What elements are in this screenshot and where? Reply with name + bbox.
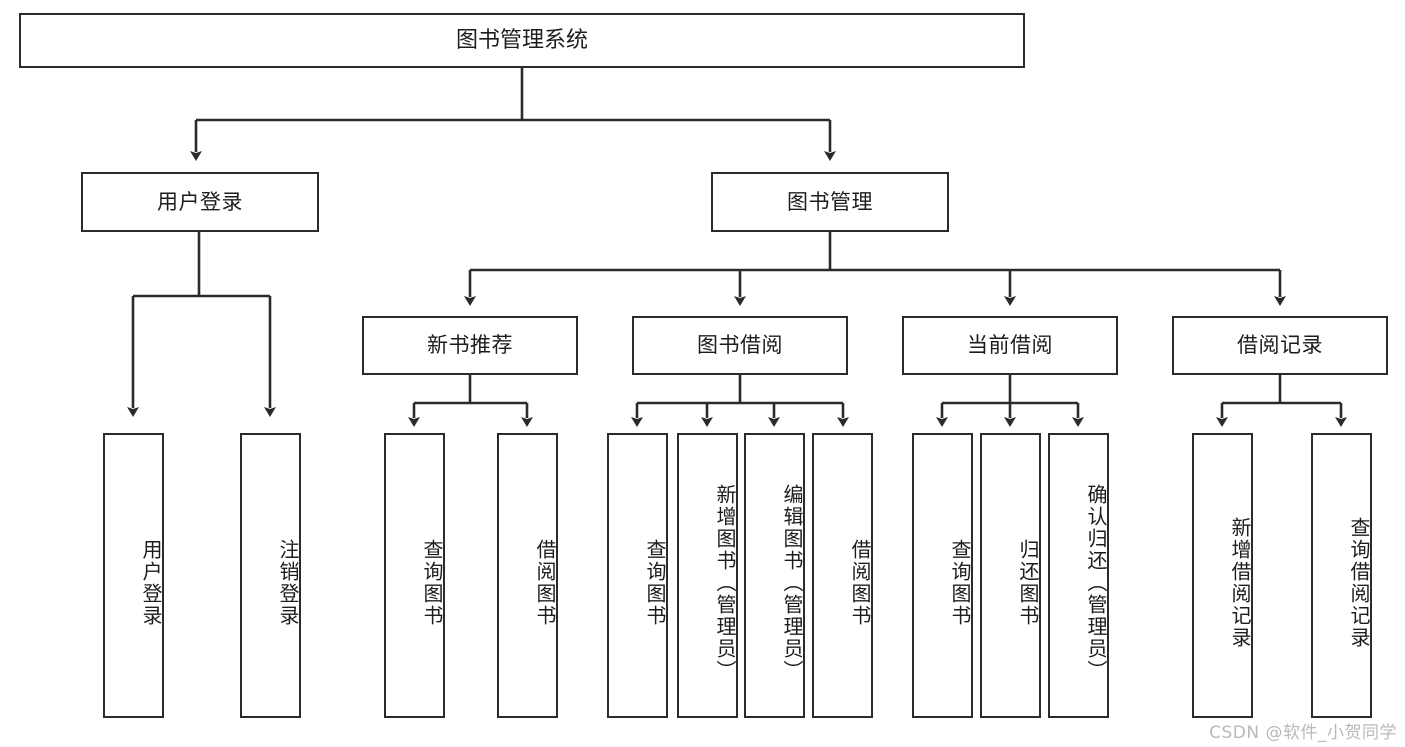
node-book-management[interactable]: 图书管理	[711, 172, 949, 232]
leaf-query-book-borrow[interactable]: 查询图书	[607, 433, 668, 718]
node-label: 查询图书	[948, 538, 972, 627]
leaf-add-book-admin[interactable]: 新增图书（管理员）	[677, 433, 738, 718]
csdn-watermark: CSDN @软件_小贺同学	[1209, 723, 1397, 743]
node-label: 编辑图书（管理员）	[780, 483, 804, 682]
node-label: 用户登录	[157, 189, 243, 214]
node-user-login[interactable]: 用户登录	[81, 172, 319, 232]
node-label: 图书借阅	[697, 333, 783, 358]
leaf-add-borrow-record[interactable]: 新增借阅记录	[1192, 433, 1253, 718]
leaf-borrow-book-recommend[interactable]: 借阅图书	[497, 433, 558, 718]
node-label: 借阅记录	[1237, 333, 1323, 358]
node-new-book-recommend[interactable]: 新书推荐	[362, 316, 578, 375]
node-label: 查询借阅记录	[1347, 516, 1371, 649]
node-root-library-management-system[interactable]: 图书管理系统	[19, 13, 1025, 68]
node-label: 确认归还（管理员）	[1084, 483, 1108, 682]
node-label: 图书管理	[787, 189, 873, 214]
leaf-query-borrow-record[interactable]: 查询借阅记录	[1311, 433, 1372, 718]
node-label: 借阅图书	[533, 538, 557, 627]
leaf-edit-book-admin[interactable]: 编辑图书（管理员）	[744, 433, 805, 718]
node-label: 图书管理系统	[455, 27, 588, 53]
node-book-borrow[interactable]: 图书借阅	[632, 316, 848, 375]
node-label: 用户登录	[139, 538, 163, 627]
leaf-query-book-current[interactable]: 查询图书	[912, 433, 973, 718]
node-label: 查询图书	[643, 538, 667, 627]
node-label: 查询图书	[420, 538, 444, 627]
leaf-user-login[interactable]: 用户登录	[103, 433, 164, 718]
node-label: 归还图书	[1016, 538, 1040, 627]
node-borrow-record[interactable]: 借阅记录	[1172, 316, 1388, 375]
node-current-borrow[interactable]: 当前借阅	[902, 316, 1118, 375]
node-label: 新书推荐	[427, 333, 513, 358]
node-label: 当前借阅	[967, 333, 1053, 358]
leaf-logout[interactable]: 注销登录	[240, 433, 301, 718]
leaf-borrow-book[interactable]: 借阅图书	[812, 433, 873, 718]
leaf-query-book-recommend[interactable]: 查询图书	[384, 433, 445, 718]
node-label: 新增图书（管理员）	[713, 483, 737, 682]
node-label: 新增借阅记录	[1228, 516, 1252, 649]
leaf-return-book[interactable]: 归还图书	[980, 433, 1041, 718]
node-label: 借阅图书	[848, 538, 872, 627]
leaf-confirm-return-admin[interactable]: 确认归还（管理员）	[1048, 433, 1109, 718]
node-label: 注销登录	[276, 538, 300, 627]
